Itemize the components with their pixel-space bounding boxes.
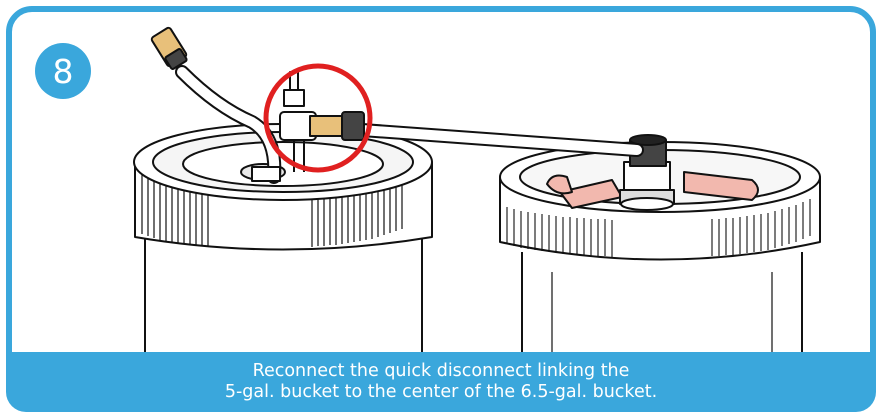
- right-bucket: [499, 134, 821, 358]
- hose-end-fitting: [150, 26, 188, 70]
- step-number-badge: 8: [35, 43, 91, 99]
- caption-line-2: 5-gal. bucket to the center of the 6.5-g…: [224, 382, 658, 402]
- highlight-circle: [263, 63, 373, 173]
- step-number: 8: [52, 51, 74, 91]
- caption-line-1: Reconnect the quick disconnect linking t…: [252, 361, 630, 381]
- instruction-card: 8: [6, 6, 876, 406]
- caption-bar: Reconnect the quick disconnect linking t…: [6, 352, 876, 412]
- bucket-illustration: [133, 26, 821, 358]
